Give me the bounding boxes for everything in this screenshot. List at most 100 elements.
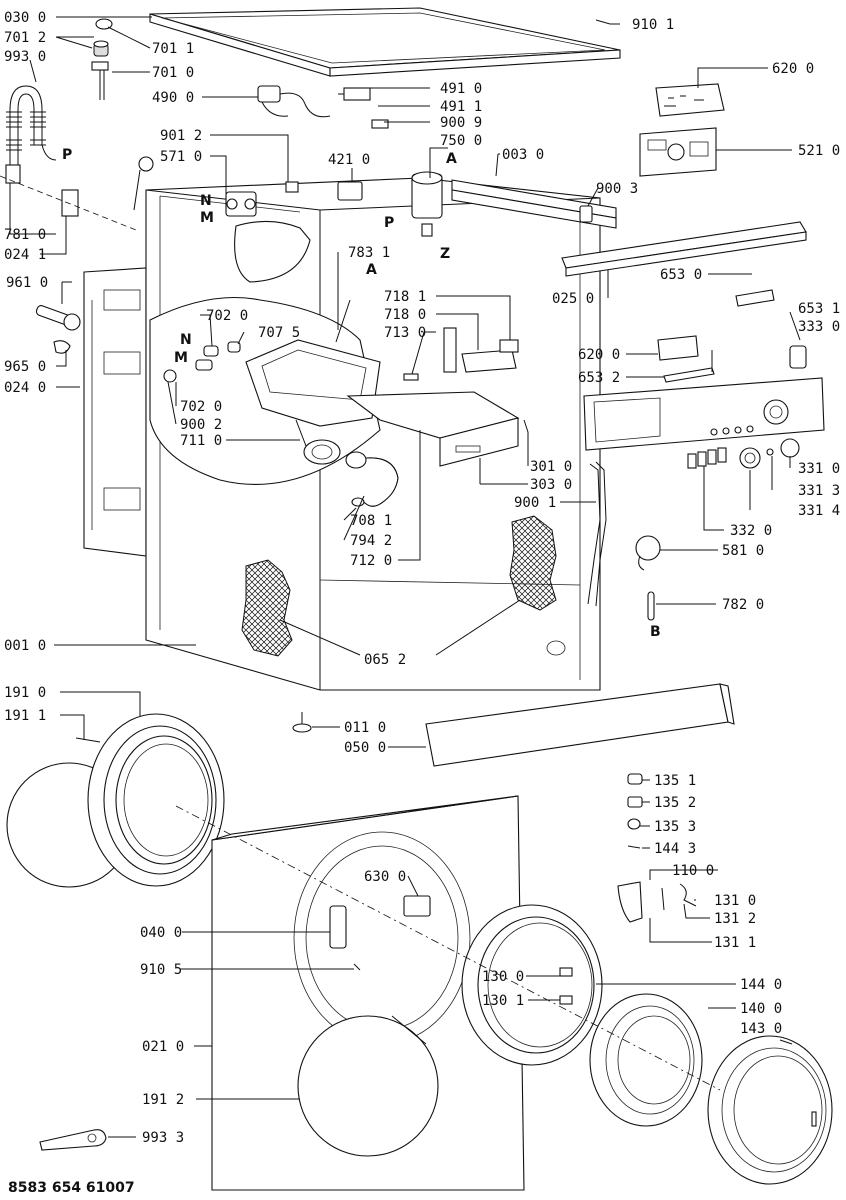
electronic-module-part [639, 127, 717, 177]
part-label: 711 0 [180, 433, 222, 449]
drain-pump-part [411, 171, 443, 237]
part-label: 130 1 [482, 993, 524, 1009]
part-label: 910 5 [140, 962, 182, 978]
part-label: 131 0 [714, 893, 756, 909]
inlet-valve-part [225, 191, 257, 217]
letter-tag: B [650, 624, 661, 640]
letter-tag: M [200, 210, 214, 226]
part-label: 750 0 [440, 133, 482, 149]
part-label: 021 0 [142, 1039, 184, 1055]
wiring-harness-part [587, 461, 607, 607]
part-label: 144 3 [654, 841, 696, 857]
hose-clamp-parts [91, 18, 113, 100]
letter-tag: P [62, 147, 72, 163]
part-labels: 030 0 701 2 993 0 701 1 701 0 490 0 910 … [4, 10, 840, 1146]
part-label: 653 0 [660, 267, 702, 283]
plinth-part [425, 683, 735, 767]
door-frame-part [461, 904, 603, 1066]
part-label: 024 0 [4, 380, 46, 396]
part-label: 040 0 [140, 925, 182, 941]
part-label: 191 0 [4, 685, 46, 701]
part-label: 781 0 [4, 227, 46, 243]
side-panel-part [83, 267, 147, 557]
letter-tag: A [366, 262, 377, 278]
leader-lines [9, 16, 801, 1138]
part-label: 303 0 [530, 477, 572, 493]
top-lid-part [149, 7, 621, 77]
part-label: 708 1 [350, 513, 392, 529]
part-label: 135 3 [654, 819, 696, 835]
part-label: 620 0 [578, 347, 620, 363]
footer-part-code: 8583 654 61007 [8, 1180, 135, 1196]
part-label: 630 0 [364, 869, 406, 885]
inlet-y-hose-part [5, 85, 57, 184]
part-label: 191 1 [4, 708, 46, 724]
part-label: 782 0 [722, 597, 764, 613]
part-label: 702 0 [180, 399, 222, 415]
display-board-part [657, 335, 699, 361]
power-cord-part [257, 85, 331, 118]
door-handle-part [617, 881, 697, 923]
part-label: 961 0 [6, 275, 48, 291]
part-label: 491 0 [440, 81, 482, 97]
part-label: 333 0 [798, 319, 840, 335]
part-label: 910 1 [632, 17, 674, 33]
part-label: 965 0 [4, 359, 46, 375]
control-board-part [655, 83, 725, 117]
part-label: 140 0 [740, 1001, 782, 1017]
part-label: 143 0 [740, 1021, 782, 1037]
part-label: 050 0 [344, 740, 386, 756]
part-label: 900 3 [596, 181, 638, 197]
siphon-part [403, 327, 519, 381]
part-label: 144 0 [740, 977, 782, 993]
bellows-hose-part [345, 451, 399, 507]
letter-tag: N [180, 332, 192, 348]
rail-bracket-part [451, 179, 617, 229]
part-label: 794 2 [350, 533, 392, 549]
hinge-screw-part [627, 773, 643, 849]
part-label: 191 2 [142, 1092, 184, 1108]
part-label: 332 0 [730, 523, 772, 539]
door-glass-part [589, 993, 703, 1127]
part-label: 024 1 [4, 247, 46, 263]
letter-tag: A [446, 151, 457, 167]
axis-lines [0, 175, 721, 1091]
pressure-hose-part [647, 591, 655, 621]
part-label: 571 0 [160, 149, 202, 165]
part-label: 900 2 [180, 417, 222, 433]
front-panel-part [211, 795, 525, 1191]
part-label: 620 0 [772, 61, 814, 77]
part-label: 993 3 [142, 1130, 184, 1146]
part-label: 900 1 [514, 495, 556, 511]
part-label: 701 2 [4, 30, 46, 46]
part-label: 131 1 [714, 935, 756, 951]
part-label: 900 9 [440, 115, 482, 131]
part-label: 135 1 [654, 773, 696, 789]
letter-tag: P [384, 215, 394, 231]
part-label: 707 5 [258, 325, 300, 341]
part-label: 718 0 [384, 307, 426, 323]
part-label: 025 0 [552, 291, 594, 307]
part-label: 718 1 [384, 289, 426, 305]
rod-part [335, 299, 351, 343]
hose-fitting-part [133, 156, 154, 211]
part-label: 701 1 [152, 41, 194, 57]
leveler-part [35, 305, 81, 354]
part-label: 135 2 [654, 795, 696, 811]
part-label: 653 2 [578, 370, 620, 386]
part-label: 581 0 [722, 543, 764, 559]
part-label: 783 1 [348, 245, 390, 261]
hinge-bracket-part [61, 189, 79, 217]
letter-tag: M [174, 350, 188, 366]
part-label: 653 1 [798, 301, 840, 317]
part-label: 490 0 [152, 90, 194, 106]
front-rail-part [561, 221, 807, 277]
part-label: 030 0 [4, 10, 46, 26]
pressure-switch-part [635, 535, 661, 571]
part-label: 301 0 [530, 459, 572, 475]
detergent-drawer-part [346, 391, 520, 467]
door-outer-part [707, 1035, 833, 1185]
part-label: 110 0 [672, 863, 714, 879]
connector-part [285, 181, 363, 201]
